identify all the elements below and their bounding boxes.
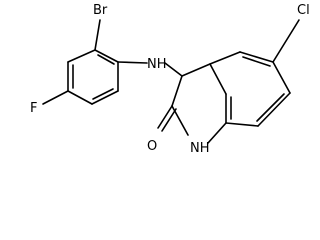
c-cl-bond <box>272 19 300 63</box>
amine-nh-label: NH <box>147 57 167 72</box>
oxygen-label: O <box>147 139 157 154</box>
fluorine-label: F <box>30 101 37 116</box>
bromine-label: Br <box>93 3 108 18</box>
c-br-bond <box>94 19 101 51</box>
ring-nh-label: NH <box>190 141 210 156</box>
carbonyl-double-bond <box>157 105 177 132</box>
lactam-ring <box>171 63 227 144</box>
chlorine-label: Cl <box>297 3 310 18</box>
benzo-ring <box>209 51 291 127</box>
nh-c3-bond <box>164 62 183 77</box>
c-f-bond <box>42 90 69 105</box>
molecule-structure: Br NH F Cl O NH <box>30 3 310 156</box>
aryl-nh-bond <box>117 61 148 64</box>
bromofluorophenyl-ring <box>67 49 119 105</box>
